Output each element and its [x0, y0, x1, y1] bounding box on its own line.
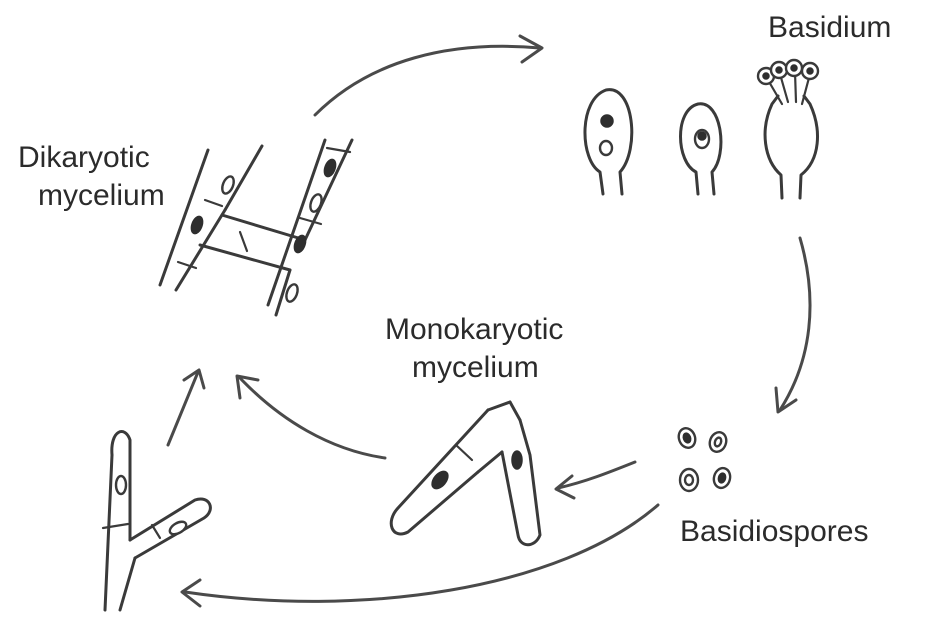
arrow-to-monokaryotic: [556, 462, 635, 498]
basidium-label: Basidium: [768, 10, 891, 46]
arrow-to-basidiospores: [776, 238, 810, 412]
basidium-stage-1: [585, 90, 632, 194]
arrow-to-basidium: [315, 36, 542, 115]
monokaryotic-mycelium-drawing: [391, 402, 540, 545]
basidiospores-drawing: [676, 426, 732, 491]
basidiospores-label: Basidiospores: [680, 514, 868, 550]
dikaryotic-mycelium-label-line2: mycelium: [38, 178, 165, 214]
dikaryotic-mycelium-drawing: [160, 140, 352, 315]
basidium-stage-2: [681, 104, 721, 194]
basidium-mature: [758, 60, 818, 198]
arrow-fusing-to-dikaryotic: [168, 370, 204, 445]
dikaryotic-mycelium-label-line1: Dikaryotic: [18, 140, 150, 176]
monokaryotic-mycelium-label-line1: Monokaryotic: [385, 312, 563, 348]
monokaryotic-mycelium-label-line2: mycelium: [412, 350, 539, 386]
arrow-monokaryotic-to-dikaryotic: [237, 376, 385, 458]
